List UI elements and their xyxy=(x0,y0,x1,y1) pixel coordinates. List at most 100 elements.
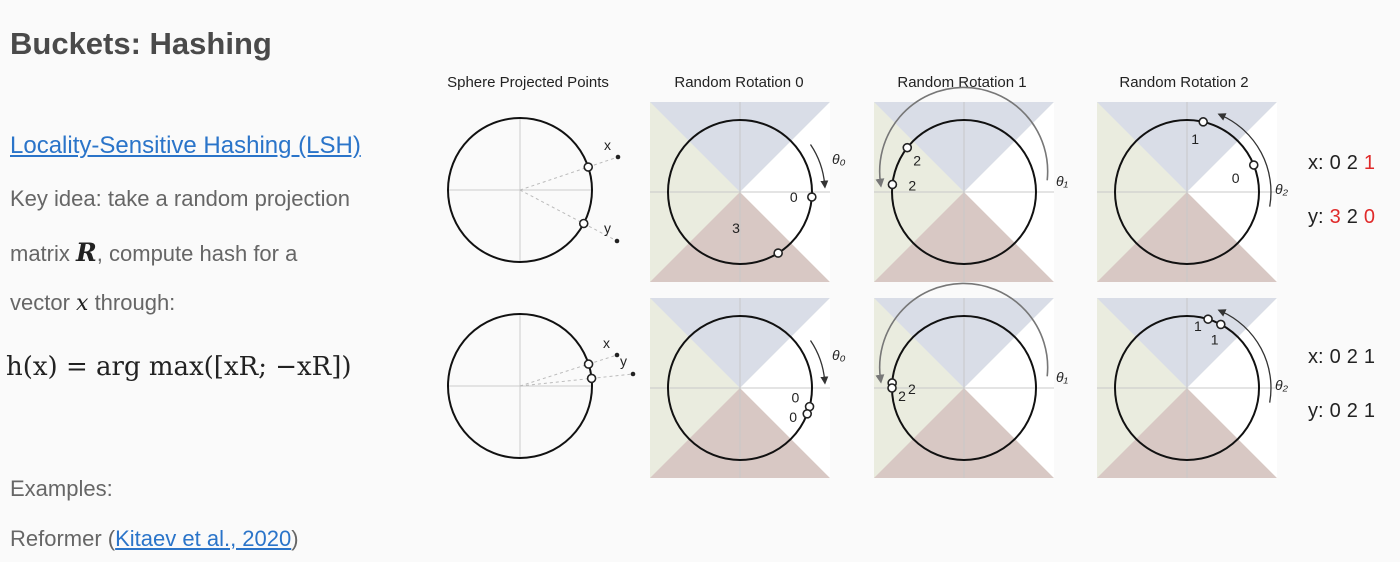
bucket-label-x: 1 xyxy=(1191,131,1199,147)
rotated-point-y xyxy=(1248,160,1259,170)
key-idea-line-3: vector x through: xyxy=(10,290,175,316)
projected-point-y xyxy=(578,218,589,229)
hash-digit: 1 xyxy=(1363,400,1375,422)
rotated-point-x xyxy=(902,142,913,153)
hash-digit: 1 xyxy=(1363,346,1375,368)
hash-label: y: xyxy=(1308,400,1324,422)
lsh-link[interactable]: Locality-Sensitive Hashing (LSH) xyxy=(10,132,361,159)
projected-point-x xyxy=(583,162,594,172)
vector-x-symbol: x xyxy=(76,291,89,316)
label-x: x xyxy=(603,335,610,351)
unit-circle xyxy=(667,315,813,461)
rotated-point-y xyxy=(802,409,813,419)
bucket-label-x: 2 xyxy=(898,388,906,404)
column-header-rotation-2: Random Rotation 2 xyxy=(1119,74,1249,91)
rotation-panel xyxy=(650,298,830,478)
page-title: Buckets: Hashing xyxy=(10,26,272,61)
examples-label: Examples: xyxy=(10,476,113,501)
label-x: x xyxy=(604,137,611,153)
reformer-reference-link[interactable]: Kitaev et al., 2020 xyxy=(115,526,292,551)
hash-digit: 0 xyxy=(1329,346,1341,368)
hash-label: x: xyxy=(1308,152,1324,174)
key-idea-text: through: xyxy=(88,290,176,315)
unit-circle xyxy=(447,313,593,459)
rotation-panel xyxy=(1097,102,1277,282)
reference-text: Reformer ( xyxy=(10,526,116,551)
bucket-label-y: 2 xyxy=(908,381,916,397)
sphere-panel: xy xyxy=(447,313,634,459)
rotation-panel xyxy=(1097,298,1277,478)
rotation-angle-label: θ₀ xyxy=(832,151,846,167)
rotated-point-x xyxy=(807,192,817,202)
hash-formula: h(x) = arg max([xR; −xR]) xyxy=(6,352,352,382)
key-idea-text: matrix xyxy=(10,241,76,266)
rotation-arrow xyxy=(1217,309,1272,403)
unit-circle xyxy=(1114,119,1260,265)
rotated-point-y xyxy=(887,179,898,190)
bucket-label-y: 3 xyxy=(732,220,740,236)
projection-line xyxy=(519,189,618,242)
sphere-panel: xy xyxy=(447,117,619,263)
hash-digit: 0 xyxy=(1329,152,1341,174)
hash-digit: 2 xyxy=(1346,400,1358,422)
rotation-angle-label: θ₂ xyxy=(1275,181,1289,197)
key-idea-text: vector xyxy=(10,290,77,315)
bucket-label-y: 0 xyxy=(1232,170,1240,186)
projected-point-y xyxy=(586,373,597,384)
hash-label: y: xyxy=(1308,206,1324,228)
rotation-angle-label: θ₀ xyxy=(832,347,846,363)
rotation-arrow xyxy=(1217,113,1272,207)
hash-digit: 2 xyxy=(1346,346,1358,368)
point-x xyxy=(615,154,621,160)
label-y: y xyxy=(620,353,627,369)
rotation-angle-label: θ₁ xyxy=(1056,369,1069,385)
projection-line xyxy=(519,354,618,387)
reference-text: ) xyxy=(291,526,299,551)
projection-line xyxy=(519,156,619,191)
matrix-r-symbol: R xyxy=(76,238,97,267)
rotation-panel xyxy=(650,102,830,282)
bucket-label-y: 2 xyxy=(908,177,916,193)
key-idea-text: , compute hash for a xyxy=(96,241,298,266)
rotated-point-x xyxy=(1203,314,1213,324)
unit-circle xyxy=(1114,315,1260,461)
rotated-point-y xyxy=(1216,319,1226,330)
rotated-point-y xyxy=(773,248,783,258)
hash-digit-changed: 0 xyxy=(1363,206,1375,228)
hash-digit-changed: 3 xyxy=(1329,206,1341,228)
point-x xyxy=(614,352,620,358)
rotation-arrow xyxy=(875,282,1049,384)
rotation-arrow xyxy=(875,86,1049,188)
bucket-label-y: 1 xyxy=(1211,331,1219,347)
hash-label: x: xyxy=(1308,346,1324,368)
key-idea-line-1: Key idea: take a random projection xyxy=(10,186,350,211)
hash-digit: 2 xyxy=(1346,206,1358,228)
column-header-rotation-1: Random Rotation 1 xyxy=(897,74,1027,91)
rotation-arrow xyxy=(809,144,829,189)
column-header-rotation-0: Random Rotation 0 xyxy=(674,74,804,91)
point-y xyxy=(630,371,636,377)
rotation-angle-label: θ₂ xyxy=(1275,377,1289,393)
rotation-panel xyxy=(874,102,1054,282)
rotated-point-x xyxy=(1198,117,1208,127)
hash-digit: 2 xyxy=(1346,152,1358,174)
bucket-label-x: 0 xyxy=(790,189,798,205)
unit-circle xyxy=(447,117,593,263)
hash-digit: 0 xyxy=(1329,400,1341,422)
unit-circle xyxy=(667,119,813,265)
bucket-label-x: 1 xyxy=(1194,318,1202,334)
projection-line xyxy=(519,373,634,387)
bucket-label-x: 0 xyxy=(792,390,800,406)
key-idea-line-2: matrix R, compute hash for a xyxy=(10,238,297,267)
projected-point-x xyxy=(583,359,594,369)
rotation-angle-label: θ₁ xyxy=(1056,173,1069,189)
rotation-arrow xyxy=(809,340,829,385)
hash-digit-changed: 1 xyxy=(1363,152,1375,174)
bucket-label-x: 2 xyxy=(913,153,921,169)
unit-circle xyxy=(891,119,1037,265)
rotated-point-y xyxy=(887,383,897,393)
